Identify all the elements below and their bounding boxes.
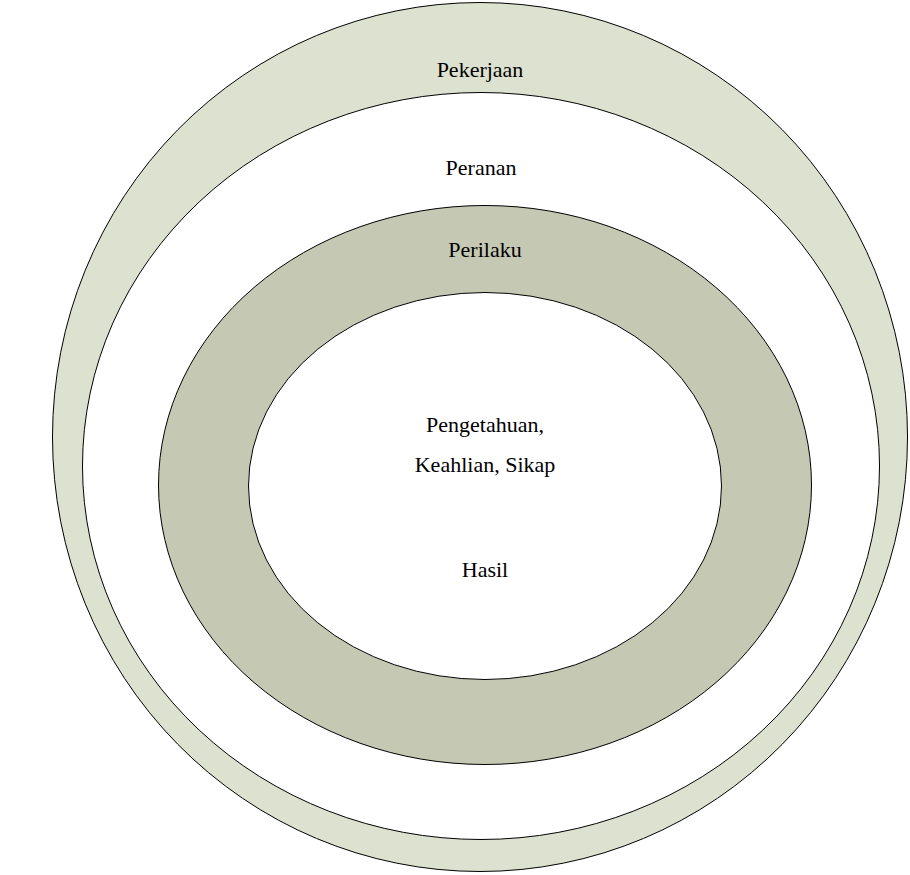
ellipse <box>83 93 880 840</box>
ring-label: Peranan <box>331 148 631 188</box>
core-circle: Pengetahuan, Keahlian, Sikap <box>248 292 722 680</box>
ring-sublabel: Hasil <box>385 550 585 590</box>
ring-label: Perilaku <box>335 230 635 270</box>
ring-label: Pengetahuan, Keahlian, Sikap <box>395 405 575 485</box>
ellipse <box>159 206 812 765</box>
ellipse <box>249 293 722 680</box>
job-ring: PekerjaanPerananPerilakuHasil Pengetahuan… <box>52 2 908 872</box>
ellipse-outline <box>248 292 722 680</box>
ring-label: Pekerjaan <box>330 50 630 90</box>
ellipse <box>53 3 908 872</box>
behaviour-ring: PerilakuHasil Pengetahuan, Keahlian, Sika… <box>158 205 812 765</box>
role-ring: PerananPerilakuHasil Pengetahuan, Keahlia… <box>82 92 880 840</box>
